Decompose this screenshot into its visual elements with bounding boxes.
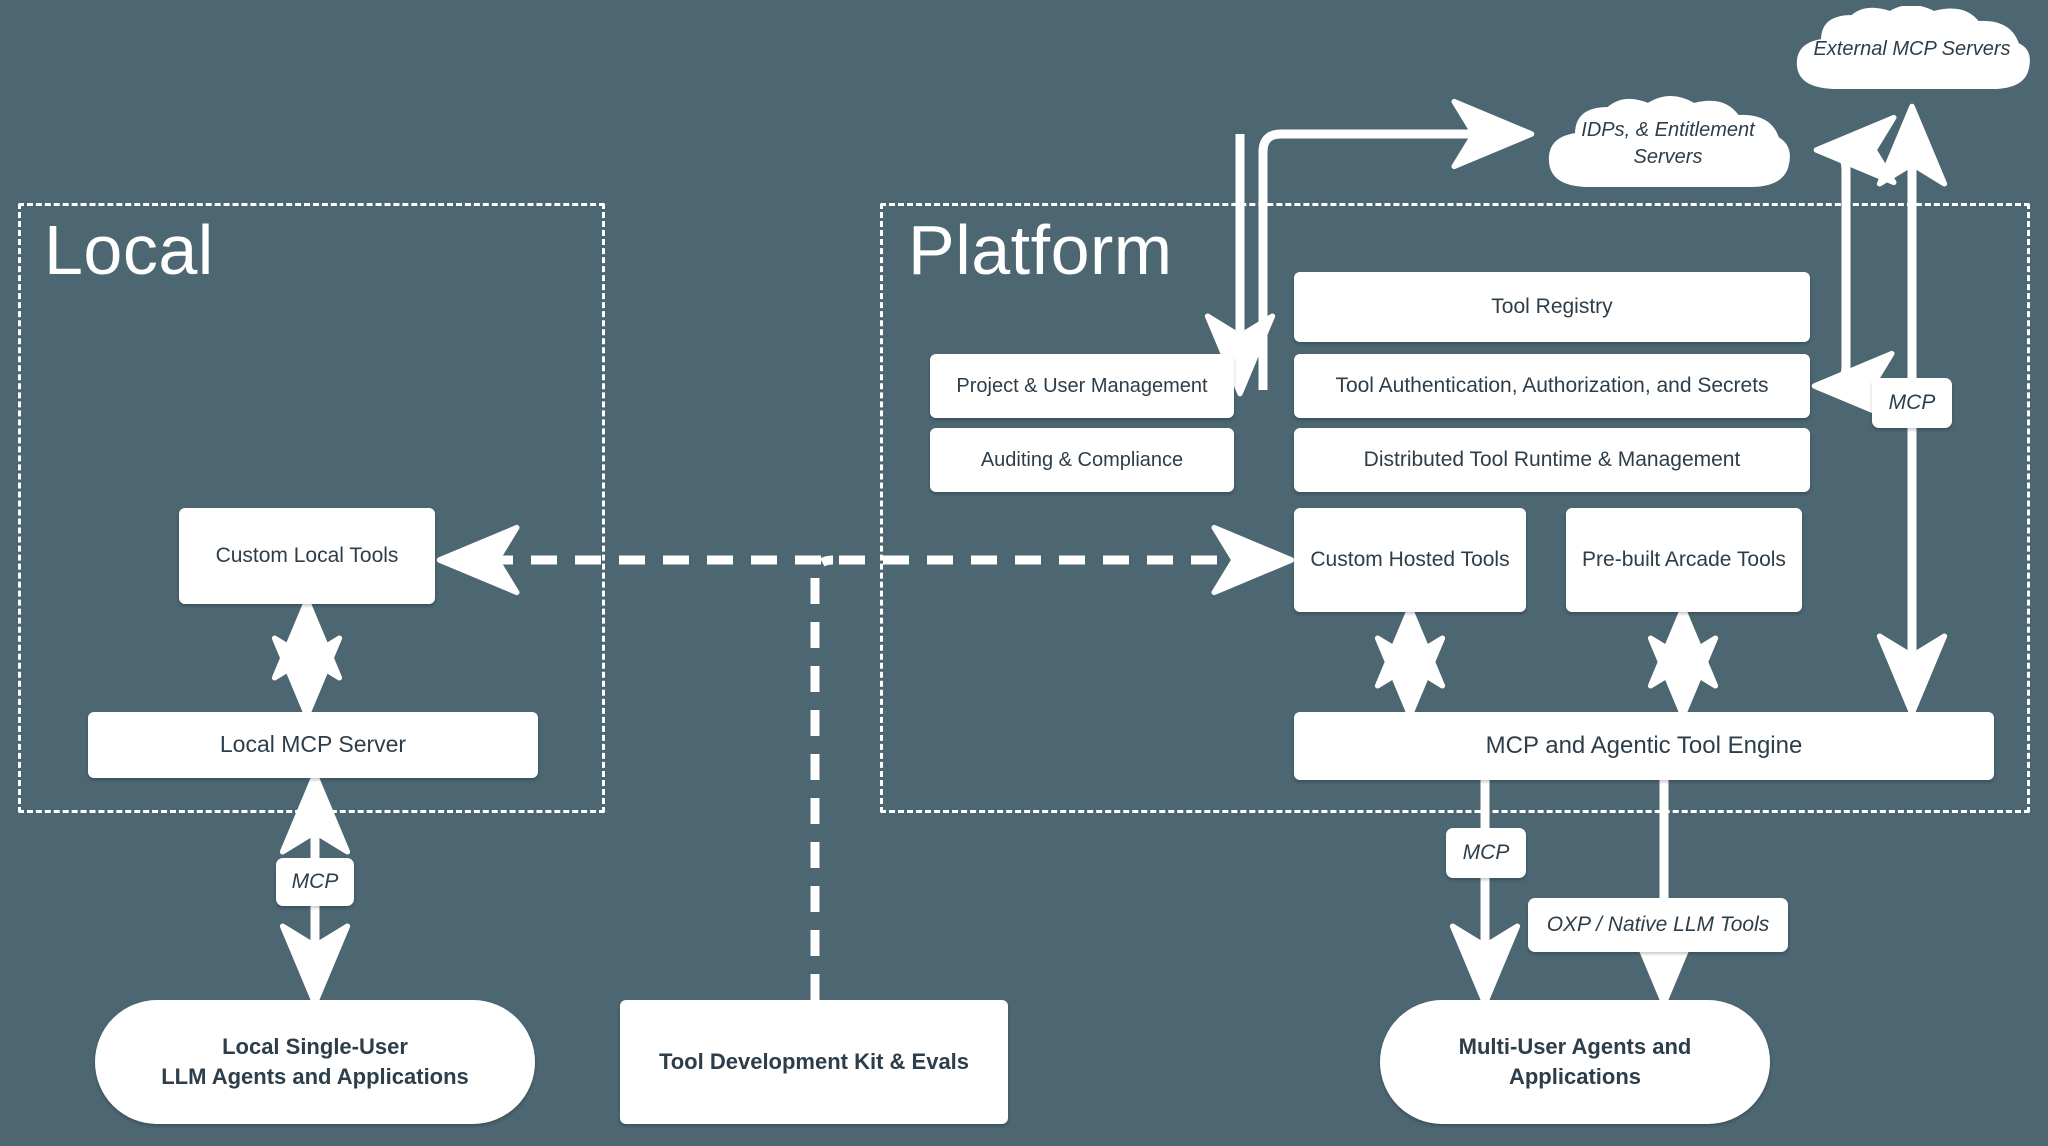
node-tool-development-kit[interactable]: Tool Development Kit & Evals [620, 1000, 1008, 1124]
zone-platform-title: Platform [908, 211, 1173, 289]
edge-tdk-branch [810, 555, 834, 1000]
node-tool-authentication[interactable]: Tool Authentication, Authorization, and … [1294, 354, 1810, 418]
node-auditing-compliance[interactable]: Auditing & Compliance [930, 428, 1234, 492]
cloud-idps-entitlement-servers: IDPs, & Entitlement Servers [1532, 96, 1804, 206]
node-mcp-agentic-tool-engine[interactable]: MCP and Agentic Tool Engine [1294, 712, 1994, 780]
edge-label-mcp-local: MCP [276, 858, 354, 906]
cloud-external-mcp-servers: External MCP Servers [1778, 5, 2046, 106]
local-agents-line2: LLM Agents and Applications [161, 1064, 469, 1089]
edge-label-mcp-external: MCP [1872, 378, 1952, 428]
node-custom-local-tools[interactable]: Custom Local Tools [179, 508, 435, 604]
node-prebuilt-arcade-tools[interactable]: Pre-built Arcade Tools [1566, 508, 1802, 612]
multiuser-agents-line1: Multi-User Agents and [1458, 1034, 1692, 1060]
multiuser-agents-line2: Applications [1508, 1064, 1641, 1089]
node-distributed-tool-runtime[interactable]: Distributed Tool Runtime & Management [1294, 428, 1810, 492]
zone-local-title: Local [44, 211, 214, 289]
node-local-mcp-server[interactable]: Local MCP Server [88, 712, 538, 778]
node-multiuser-agents-applications[interactable]: Multi-User Agents and Applications [1380, 1000, 1770, 1124]
edge-label-mcp-multiuser: MCP [1446, 828, 1526, 878]
node-local-agents-applications[interactable]: Local Single-User LLM Agents and Applica… [95, 1000, 535, 1124]
zone-local [18, 203, 605, 813]
cloud-external-mcp-servers-label: External MCP Servers [1813, 37, 2011, 60]
edge-label-oxp-native-llm-tools: OXP / Native LLM Tools [1528, 898, 1788, 952]
cloud-idps-entitlement-servers-label: IDPs, & Entitlement Servers [1581, 119, 1755, 168]
node-custom-hosted-tools[interactable]: Custom Hosted Tools [1294, 508, 1526, 612]
zone-platform [880, 203, 2030, 813]
node-project-user-management[interactable]: Project & User Management [930, 354, 1234, 418]
local-agents-line1: Local Single-User [222, 1034, 408, 1060]
node-tool-registry[interactable]: Tool Registry [1294, 272, 1810, 342]
